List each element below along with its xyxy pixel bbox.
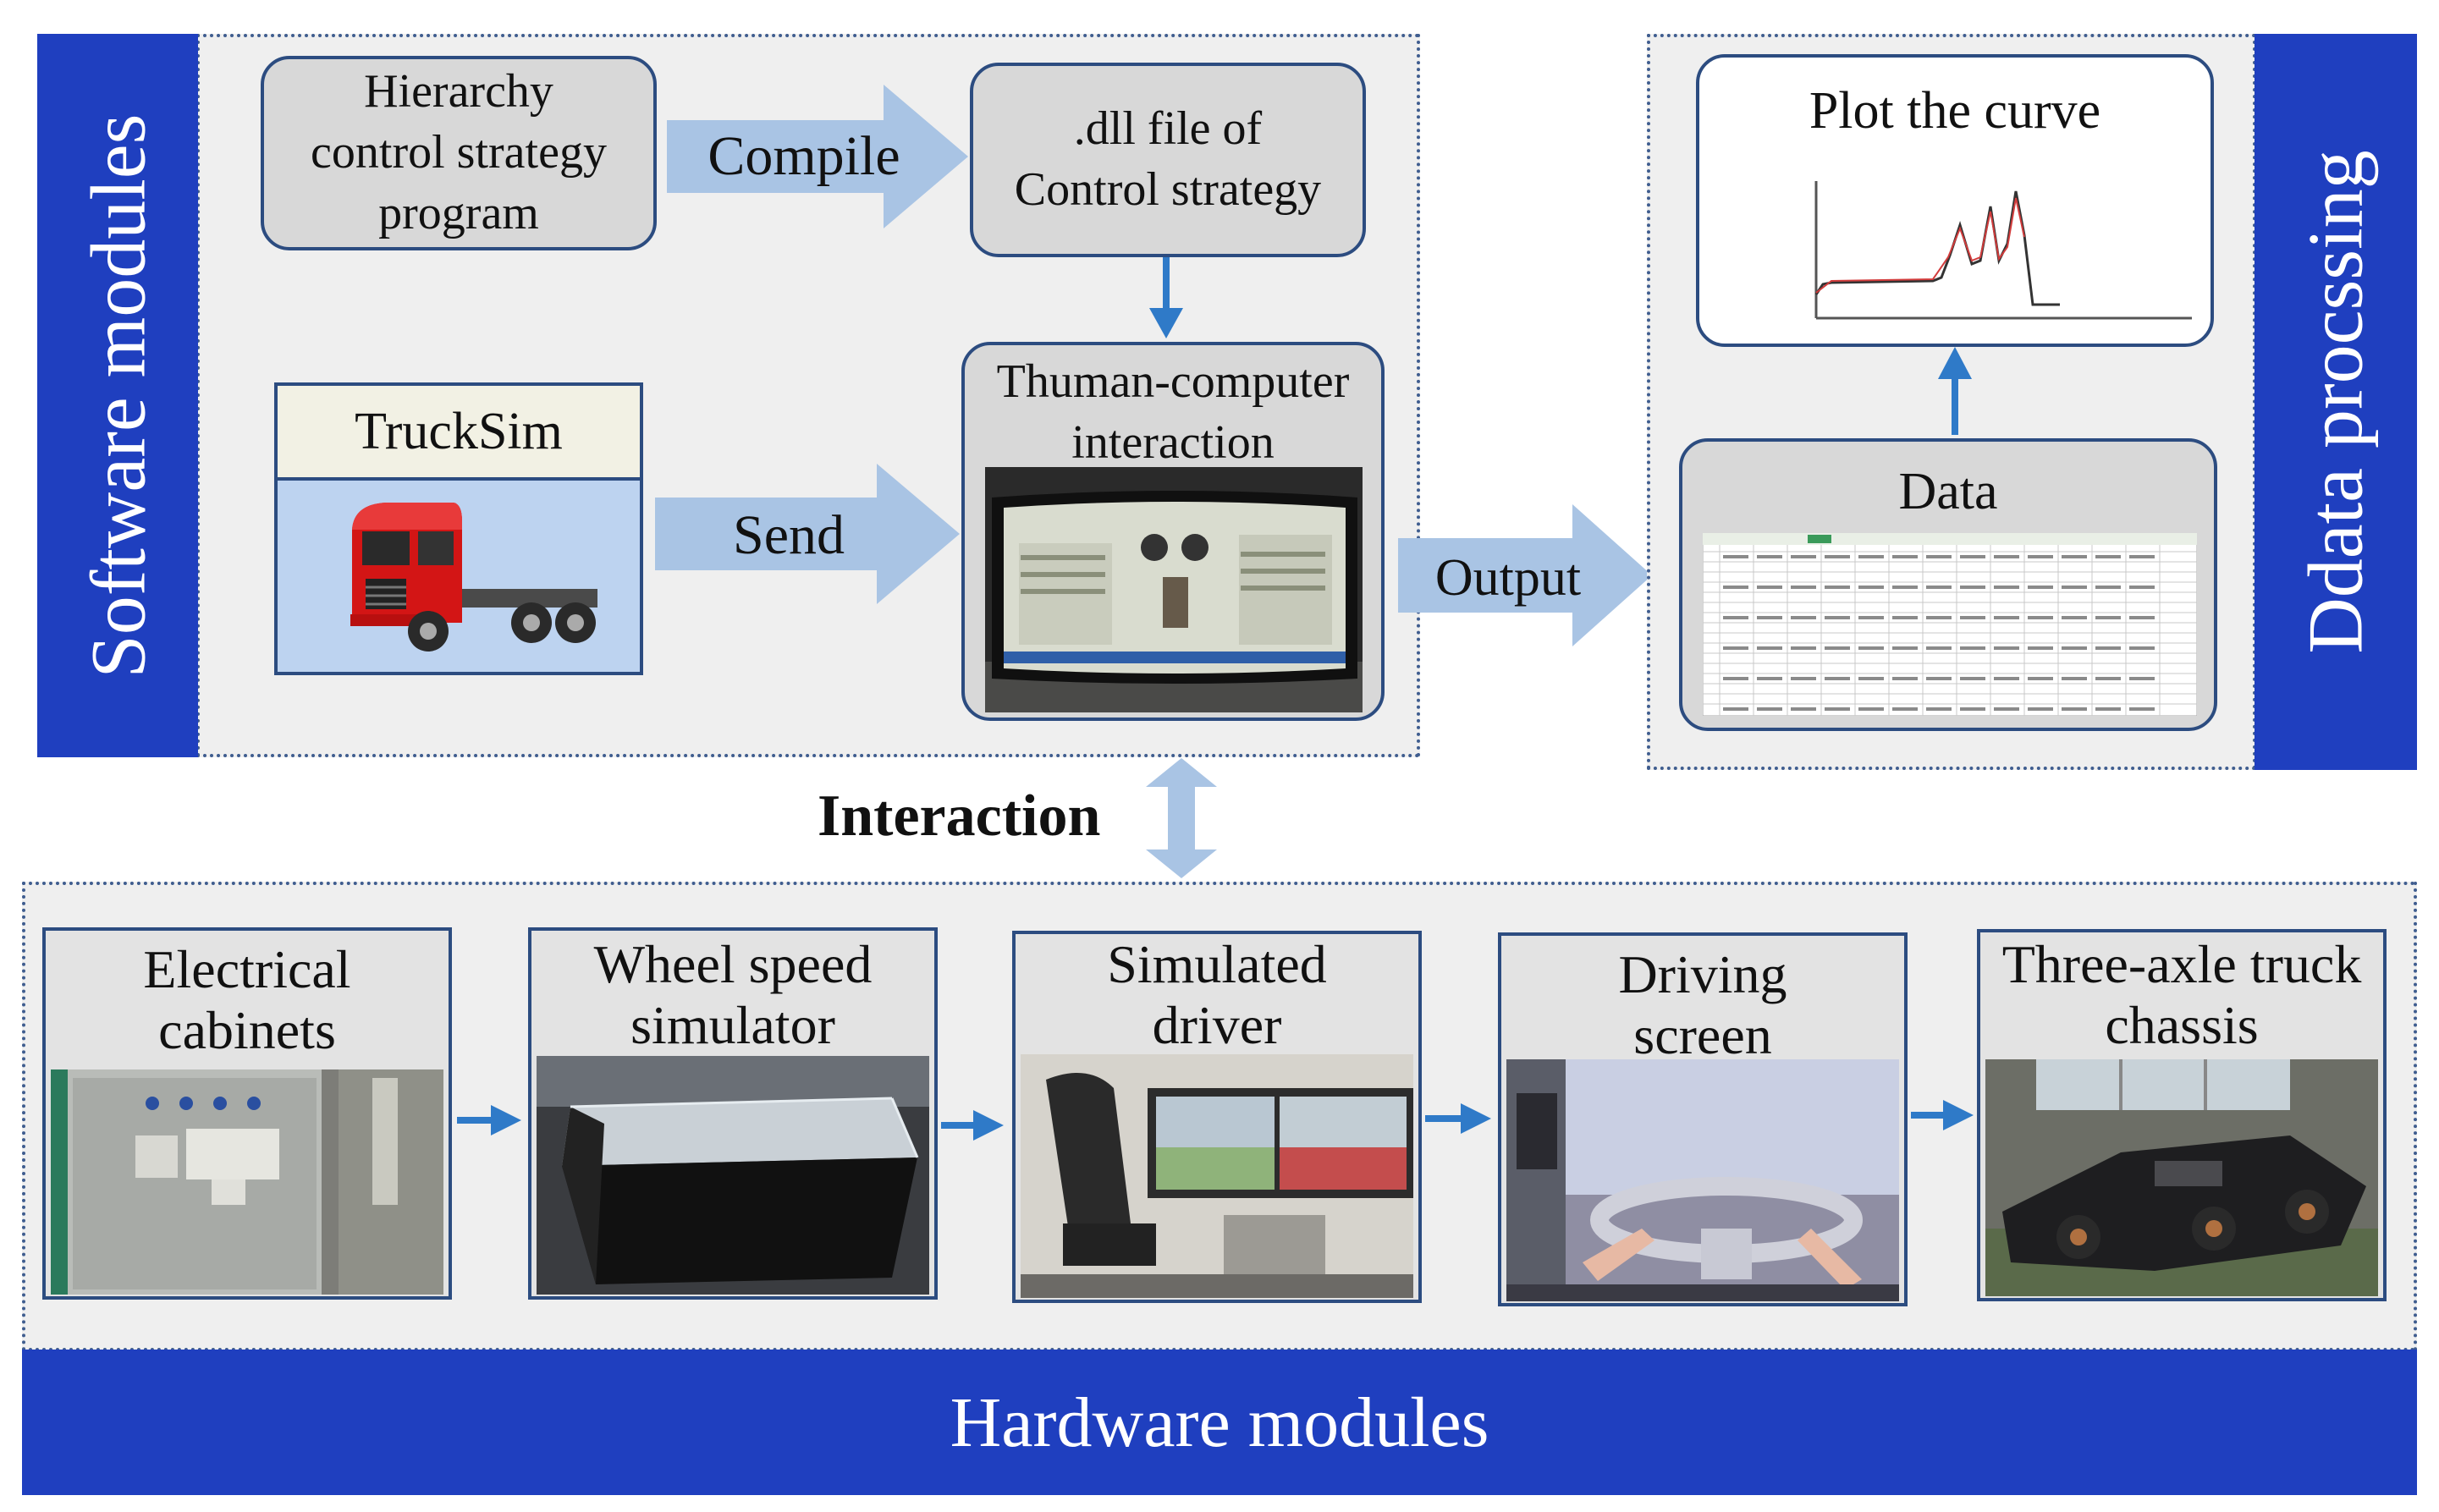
- data-label: Data: [1898, 463, 1998, 520]
- hw-card-wheel-speed-simulator: Wheel speed simulator: [528, 927, 938, 1300]
- hierarchy-line-2: control strategy: [311, 126, 607, 179]
- hw-label-three-axle-truck-chassis: Three-axle truck chassis: [2001, 934, 2362, 1055]
- send-arrow: [655, 464, 960, 604]
- dll-line-2: Control strategy: [1014, 163, 1322, 216]
- hw-connector-4-arrowhead: [1943, 1100, 1974, 1130]
- truck-icon: [350, 503, 597, 652]
- hw-label-driving-screen: Driving screen: [1618, 944, 1787, 1065]
- compile-arrow: [667, 85, 968, 228]
- hci-line-1: Thuman-computer: [996, 355, 1350, 408]
- plot-curve-box: Plot the curve: [1696, 54, 2214, 347]
- hw-label-electrical-cabinets: Electrical cabinets: [143, 939, 351, 1060]
- hw-label-simulated-driver: Simulated driver: [1107, 934, 1327, 1055]
- dll-to-hci-arrowhead: [1149, 308, 1183, 338]
- hw-card-electrical-cabinets: Electrical cabinets: [42, 927, 452, 1300]
- compile-label: Compile: [707, 125, 900, 187]
- hw-connector-2-arrowhead: [973, 1110, 1004, 1141]
- truck-chassis-photo: [1985, 1059, 2378, 1296]
- trucksim-label: TruckSim: [355, 402, 563, 460]
- hw-connector-1-arrowhead: [491, 1105, 521, 1135]
- data-to-plot-line: [1952, 376, 1958, 435]
- hierarchy-line-3: program: [378, 186, 539, 239]
- hw-card-three-axle-truck-chassis: Three-axle truck chassis: [1977, 929, 2387, 1301]
- hw-card-simulated-driver: Simulated driver: [1012, 931, 1422, 1303]
- hardware-modules-label: Hardware modules: [950, 1383, 1489, 1462]
- monitor-photo: [985, 467, 1363, 712]
- software-modules-label: Software modules: [74, 113, 161, 678]
- hierarchy-line-1: Hierarchy: [364, 65, 553, 118]
- hci-line-2: interaction: [1071, 415, 1275, 469]
- hw-connector-3-arrowhead: [1461, 1103, 1491, 1134]
- data-processing-bar: Ddata procssing: [2255, 34, 2417, 770]
- data-processing-label: Ddata procssing: [2293, 150, 2379, 654]
- hw-label-wheel-speed-simulator: Wheel speed simulator: [593, 934, 873, 1055]
- hw-connector-4-line: [1911, 1112, 1945, 1119]
- hw-connector-2-line: [941, 1122, 975, 1129]
- simulated-driver-photo: [1021, 1054, 1413, 1298]
- hierarchy-strategy-box: Hierarchy control strategy program: [261, 56, 657, 250]
- hardware-modules-bar: Hardware modules: [22, 1350, 2417, 1495]
- dll-to-hci-line: [1163, 257, 1170, 311]
- plot-curve-title: Plot the curve: [1809, 82, 2101, 140]
- interaction-label: Interaction: [818, 783, 1101, 849]
- spreadsheet-thumbnail: [1703, 533, 2197, 716]
- hw-connector-3-line: [1425, 1115, 1462, 1122]
- trucksim-box: TruckSim: [274, 382, 643, 675]
- output-arrow: [1398, 504, 1652, 646]
- data-to-plot-arrowhead: [1938, 347, 1972, 379]
- trucksim-header: TruckSim: [278, 386, 640, 481]
- plot-thumbnail: [1814, 181, 2192, 320]
- hci-box: Thuman-computer interaction: [961, 342, 1385, 721]
- interaction-double-arrow: [1146, 758, 1217, 878]
- output-label: Output: [1434, 548, 1582, 607]
- electrical-cabinets-photo: [51, 1069, 443, 1295]
- send-label: Send: [733, 504, 845, 566]
- driving-screen-photo: [1506, 1059, 1899, 1301]
- dll-line-1: .dll file of: [1073, 102, 1263, 156]
- hw-connector-1-line: [457, 1117, 493, 1124]
- data-box: Data: [1679, 438, 2217, 731]
- software-modules-bar: Software modules: [37, 34, 198, 757]
- wheel-speed-simulator-photo: [537, 1056, 929, 1295]
- dll-file-box: .dll file of Control strategy: [970, 63, 1366, 257]
- hw-card-driving-screen: Driving screen: [1498, 932, 1908, 1306]
